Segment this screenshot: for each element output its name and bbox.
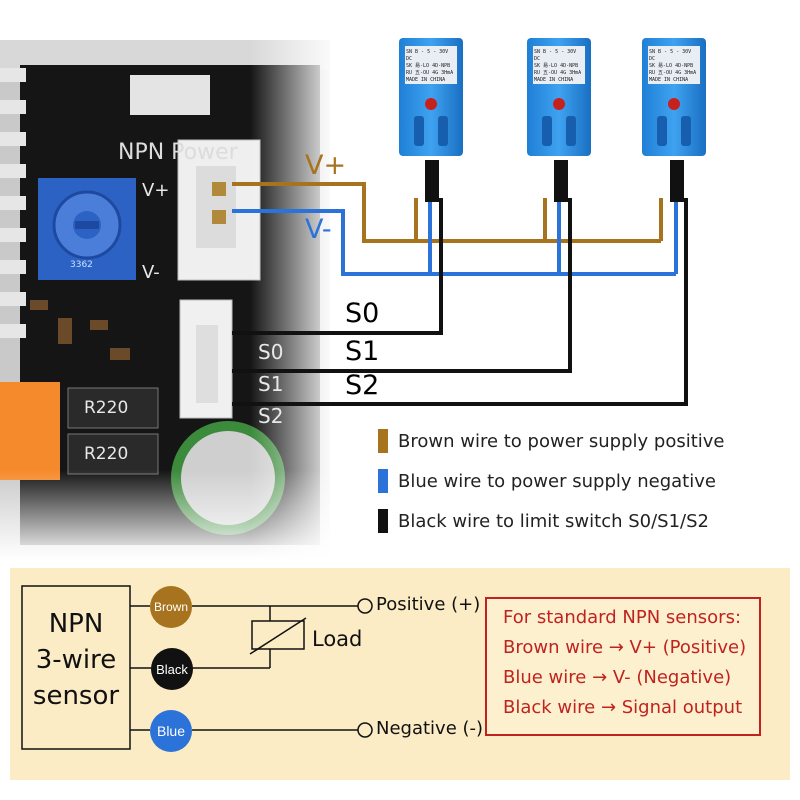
heatsink	[0, 68, 26, 338]
black-wires	[232, 198, 688, 406]
sensor-box-line2: 3-wire	[35, 645, 117, 675]
legend-blue-text: Blue wire to power supply negative	[398, 470, 716, 492]
legend-blue-swatch	[378, 469, 388, 493]
brown-wire-badge: Brown	[150, 586, 192, 628]
legend-black-text: Black wire to limit switch S0/S1/S2	[398, 510, 710, 532]
note-line-1: For standard NPN sensors:	[503, 607, 742, 628]
note-line-3: Blue wire → V- (Negative)	[503, 667, 732, 688]
potentiometer	[38, 178, 136, 280]
wire-label-s2: S2	[345, 370, 380, 401]
wiring-photo	[0, 38, 706, 560]
resistor-2	[67, 433, 159, 475]
note-line-4: Black wire → Signal output	[503, 697, 743, 718]
resistor-label-2: R220	[84, 444, 129, 464]
npn-note-box: For standard NPN sensors: Brown wire → V…	[485, 597, 761, 736]
board-title: NPN Power	[118, 140, 238, 165]
sensor-box-label: NPN 3-wire sensor	[22, 606, 130, 714]
board-pin-s1: S1	[258, 372, 284, 396]
positive-terminal-label: Positive (+)	[376, 594, 481, 615]
sensor-3-label: SN B - 5 - 30V DC SK 易-LO 4D-NPB RU 五-OU…	[649, 49, 697, 83]
resistor-1	[67, 387, 159, 429]
board-pin-s0: S0	[258, 340, 284, 364]
sensor-2-label: SN B - 5 - 30V DC SK 易-LO 4D-NPB RU 五-OU…	[534, 49, 582, 83]
board-pin-s2: S2	[258, 404, 284, 428]
sensor-1	[399, 38, 463, 202]
wire-label-s0: S0	[345, 298, 380, 329]
blue-wire-badge: Blue	[150, 710, 192, 752]
wire-label-vminus: V-	[305, 214, 332, 245]
orange-connector	[0, 382, 60, 480]
board-pin-vminus: V-	[142, 262, 160, 283]
sensor-box-line1: NPN	[48, 609, 104, 639]
wire-label-vplus: V+	[305, 150, 347, 181]
legend-brown-swatch	[378, 429, 388, 453]
wire-label-s1: S1	[345, 336, 380, 367]
legend-brown-text: Brown wire to power supply positive	[398, 430, 725, 452]
pot-label: 3362	[70, 260, 93, 270]
brown-wire	[232, 182, 663, 243]
sensor-2	[527, 38, 591, 202]
negative-terminal-label: Negative (-)	[376, 718, 484, 739]
blue-wire	[232, 198, 678, 276]
load-coil	[251, 620, 305, 650]
signal-connector	[179, 299, 233, 419]
sensor-box-line3: sensor	[32, 681, 120, 711]
legend-black: Black wire to limit switch S0/S1/S2	[378, 507, 709, 535]
legend-brown: Brown wire to power supply positive	[378, 427, 725, 455]
resistor-label-1: R220	[84, 398, 129, 418]
black-wire-badge: Black	[151, 648, 193, 690]
sensor-3	[642, 38, 706, 202]
load-label: Load	[312, 627, 363, 651]
board-pin-vplus: V+	[142, 180, 170, 201]
legend-black-swatch	[378, 509, 388, 533]
sensor-1-label: SN B - 5 - 30V DC SK 易-LO 4D-NPB RU 五-OU…	[406, 49, 454, 83]
legend-blue: Blue wire to power supply negative	[378, 467, 716, 495]
note-line-2: Brown wire → V+ (Positive)	[503, 637, 747, 658]
